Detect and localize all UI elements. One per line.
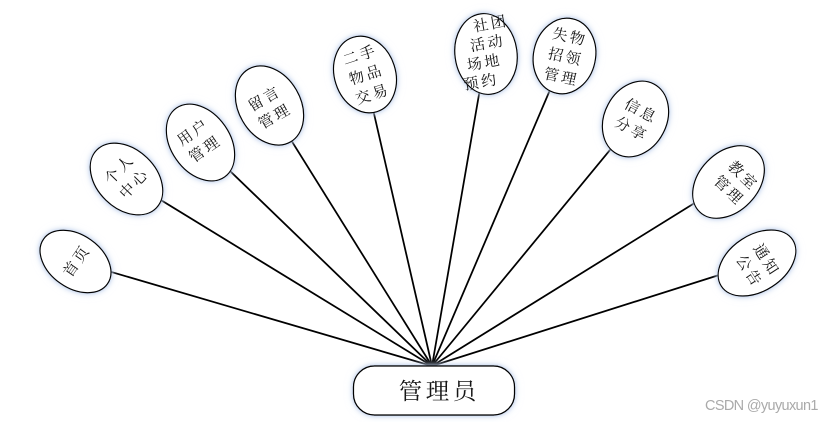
svg-text:CSDN @yuyuxun1: CSDN @yuyuxun1 <box>705 398 818 414</box>
